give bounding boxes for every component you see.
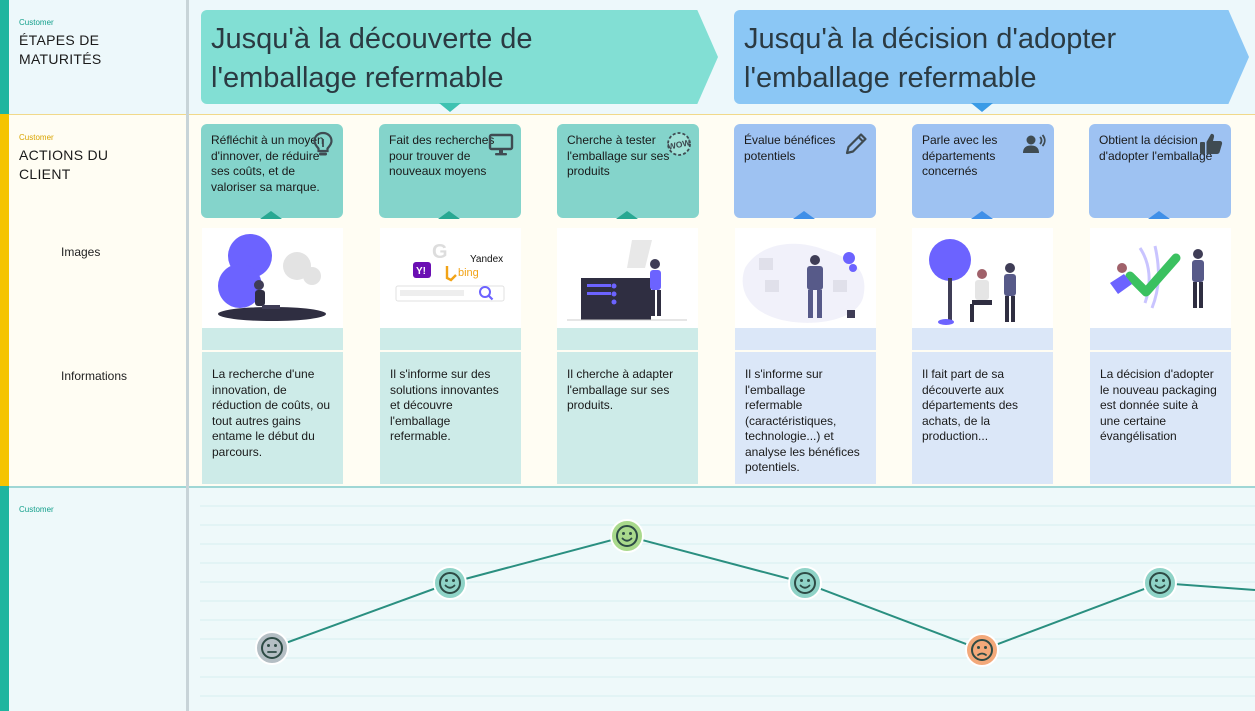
- packaging-test-illustration: [557, 228, 698, 328]
- stage-title: Jusqu'à la décision d'adopter l'emballag…: [744, 20, 1116, 98]
- info-cell-2: Il s'informe sur des solutions innovante…: [380, 352, 521, 484]
- action-text: Obtient la décision d'adopter l'emballag…: [1099, 133, 1213, 163]
- info-cell-4: Il s'informe sur l'emballage refermable …: [735, 352, 876, 484]
- monitor-icon: [488, 133, 514, 156]
- action-card-1[interactable]: Réfléchit à un moyen d'innover, de rédui…: [201, 124, 343, 219]
- stage-title-line: l'emballage refermable: [744, 62, 1037, 94]
- info-row-label: Informations: [61, 369, 128, 383]
- emotion-face-very-happy-icon[interactable]: [610, 519, 644, 553]
- lane-title-line: ACTIONS DU: [19, 147, 109, 163]
- wow-icon: WOW: [667, 132, 692, 156]
- innovation-illustration: [202, 228, 343, 328]
- lane-stripe-actions: [0, 114, 9, 486]
- google-logo: G: [432, 241, 448, 263]
- lane-separator: [0, 486, 1255, 488]
- emotion-line: [271, 534, 1255, 652]
- lane-title-stages[interactable]: ÉTAPES DE MATURITÉS: [19, 31, 102, 69]
- action-card-2[interactable]: Fait des recherches pour trouver de nouv…: [379, 124, 521, 219]
- lane-title-line: ÉTAPES DE: [19, 32, 100, 48]
- stage-pointer: [439, 103, 461, 112]
- stage-pointer: [971, 103, 993, 112]
- lightbulb-icon: [313, 131, 333, 156]
- card-pointer: [438, 211, 460, 219]
- image-cell-5: [912, 228, 1053, 350]
- speaker-icon: [1023, 134, 1046, 153]
- emotion-face-sad-icon[interactable]: [965, 633, 999, 667]
- emotion-face-happy-icon[interactable]: [1143, 566, 1177, 600]
- lane-tag-actions: Customer: [19, 133, 54, 142]
- image-cell-2: G Yandex Y! bing: [380, 228, 521, 350]
- card-pointer: [1148, 211, 1170, 219]
- lane-title-line: CLIENT: [19, 166, 71, 182]
- image-cell-6: [1090, 228, 1231, 350]
- stage-title: Jusqu'à la découverte de l'emballage ref…: [211, 20, 533, 98]
- card-pointer: [793, 211, 815, 219]
- info-cell-3: Il cherche à adapter l'emballage sur ses…: [557, 352, 698, 484]
- bing-logo: bing: [458, 267, 479, 279]
- action-card-3[interactable]: Cherche à tester l'emballage sur ses pro…: [557, 124, 699, 219]
- emotion-curve: [200, 505, 1255, 697]
- emotion-face-neutral-icon[interactable]: [255, 631, 289, 665]
- info-cell-1: La recherche d'une innovation, de réduct…: [202, 352, 343, 484]
- action-text: Fait des recherches pour trouver de nouv…: [389, 133, 495, 178]
- action-card-5[interactable]: Parle avec les départements concernés: [912, 124, 1054, 219]
- column-divider: [186, 0, 189, 711]
- image-cell-1: [202, 228, 343, 350]
- image-cell-3: [557, 228, 698, 350]
- lane-stripe-emotion: [0, 486, 9, 711]
- stage-decision[interactable]: Jusqu'à la décision d'adopter l'emballag…: [734, 10, 1249, 104]
- info-cell-6: La décision d'adopter le nouveau packagi…: [1090, 352, 1231, 484]
- action-text: Cherche à tester l'emballage sur ses pro…: [567, 133, 670, 178]
- thumbs-up-icon: [1200, 133, 1223, 154]
- lane-tag-stages: Customer: [19, 18, 54, 27]
- evaluation-illustration: [735, 228, 876, 328]
- discussion-illustration: [912, 228, 1053, 328]
- wow-icon-text: WOW: [667, 137, 692, 152]
- images-row-label: Images: [61, 245, 101, 259]
- image-cell-4: [735, 228, 876, 350]
- action-card-4[interactable]: Évalue bénéfices potentiels: [734, 124, 876, 219]
- search-engines-illustration: G Yandex Y! bing: [380, 228, 521, 328]
- yahoo-logo: Y!: [416, 266, 426, 277]
- action-text: Parle avec les départements concernés: [922, 133, 998, 178]
- decision-illustration: [1090, 228, 1231, 328]
- emotion-face-happy-icon[interactable]: [433, 566, 467, 600]
- lane-title-actions[interactable]: ACTIONS DU CLIENT: [19, 146, 108, 184]
- lane-title-line: MATURITÉS: [19, 51, 102, 67]
- stage-title-line: Jusqu'à la décision d'adopter: [744, 23, 1117, 55]
- pencil-icon: [845, 133, 867, 155]
- lane-separator: [0, 114, 1255, 115]
- lane-tag-emotion: Customer: [19, 505, 54, 514]
- card-pointer: [616, 211, 638, 219]
- stage-title-line: l'emballage refermable: [211, 62, 504, 94]
- card-pointer: [971, 211, 993, 219]
- yandex-logo: Yandex: [470, 254, 503, 265]
- emotion-face-happy-icon[interactable]: [788, 566, 822, 600]
- stage-discovery[interactable]: Jusqu'à la découverte de l'emballage ref…: [201, 10, 718, 104]
- action-card-6[interactable]: Obtient la décision d'adopter l'emballag…: [1089, 124, 1231, 219]
- action-text: Évalue bénéfices potentiels: [744, 133, 836, 163]
- lane-stripe-stages: [0, 0, 9, 114]
- action-text: Réfléchit à un moyen d'innover, de rédui…: [211, 133, 324, 194]
- lane-label-column: Customer ÉTAPES DE MATURITÉS Customer AC…: [0, 0, 188, 711]
- card-pointer: [260, 211, 282, 219]
- info-cell-5: Il fait part de sa découverte aux départ…: [912, 352, 1053, 484]
- stage-title-line: Jusqu'à la découverte de: [211, 23, 533, 55]
